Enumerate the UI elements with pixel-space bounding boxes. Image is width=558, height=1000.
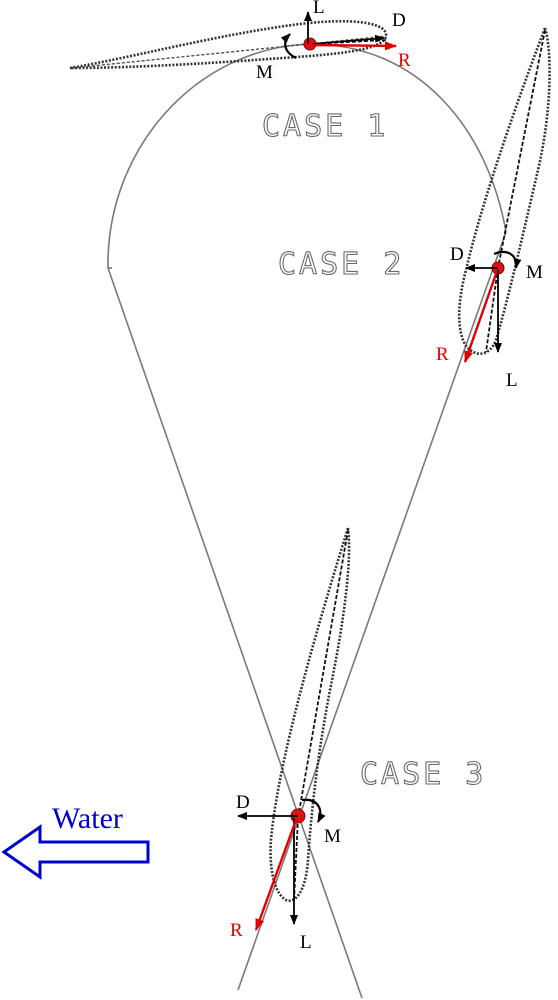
case-3-drag-label: D — [236, 792, 250, 813]
case-1-drag-arrow — [311, 34, 385, 45]
case-3-moment-arrow — [301, 798, 326, 823]
water-label: Water — [52, 802, 123, 835]
case-1-moment-label: M — [256, 62, 273, 83]
case-3-foil: D L M R — [230, 527, 351, 953]
case-2-resultant-label: R — [436, 344, 449, 365]
case-1-resultant-arrow — [311, 41, 397, 51]
case-2-label: CASE 2 — [278, 247, 404, 282]
case-1-moment-arrow — [280, 33, 297, 59]
case-2-moment-arrow — [493, 250, 522, 269]
case-3-moment-label: M — [324, 826, 341, 847]
case-1-resultant-label: R — [398, 50, 411, 71]
case-3-resultant-arrow — [254, 819, 298, 931]
case-3-resultant-label: R — [230, 920, 243, 941]
case-2-resultant-arrow — [463, 270, 499, 363]
case-1-drag-label: D — [392, 10, 406, 31]
case-1-lift-label: L — [313, 0, 325, 18]
case-3-label: CASE 3 — [360, 757, 486, 792]
case-2-lift-label: L — [506, 370, 518, 391]
case-2-foil: D L M R — [436, 24, 551, 391]
case-3-lift-label: L — [300, 932, 312, 953]
case-2-drag-label: D — [450, 244, 464, 265]
water-flow-indicator: Water — [1, 802, 150, 880]
case-1-foil: L D M R — [69, 0, 411, 83]
case-1-label: CASE 1 — [262, 109, 388, 144]
trajectory-path — [107, 43, 507, 999]
flow-direction-arrow — [1, 824, 150, 880]
case-2-moment-label: M — [526, 262, 543, 283]
